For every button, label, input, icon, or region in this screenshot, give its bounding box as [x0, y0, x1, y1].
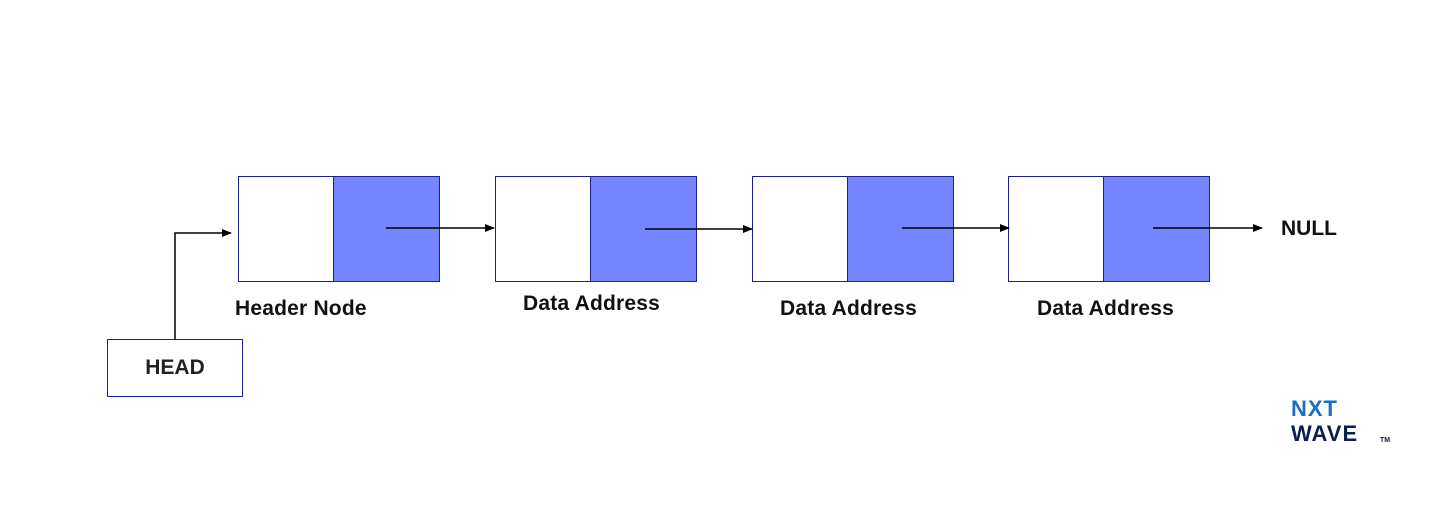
- data-node-2-address-cell: [848, 177, 953, 281]
- data-node-1-label: Data Address: [523, 292, 661, 315]
- data-node-2: [752, 176, 954, 282]
- data-node-3: [1008, 176, 1210, 282]
- header-node-address-cell: [334, 177, 439, 281]
- data-node-3-address-cell: [1104, 177, 1209, 281]
- head-to-header-arrow: [174, 229, 232, 339]
- logo-tm: TM: [1380, 437, 1390, 444]
- head-pointer-box: HEAD: [107, 339, 243, 397]
- data-node-1-address-cell: [591, 177, 696, 281]
- data-node-2-data-cell: [753, 177, 848, 281]
- header-node: [238, 176, 440, 282]
- data-node-1: [495, 176, 697, 282]
- header-node-label: Header Node: [235, 297, 367, 320]
- data-node-1-data-cell: [496, 177, 591, 281]
- data-node-3-label: Data Address: [1037, 297, 1175, 320]
- logo-line1: NXT: [1291, 396, 1338, 421]
- head-label: HEAD: [145, 356, 205, 379]
- data-node-2-label: Data Address: [780, 297, 918, 320]
- header-node-data-cell: [239, 177, 334, 281]
- data-node-3-data-cell: [1009, 177, 1104, 281]
- nxtwave-logo: NXT WAVE TM: [1291, 396, 1390, 446]
- logo-line2: WAVE: [1291, 421, 1358, 446]
- null-terminal-label: NULL: [1281, 217, 1337, 240]
